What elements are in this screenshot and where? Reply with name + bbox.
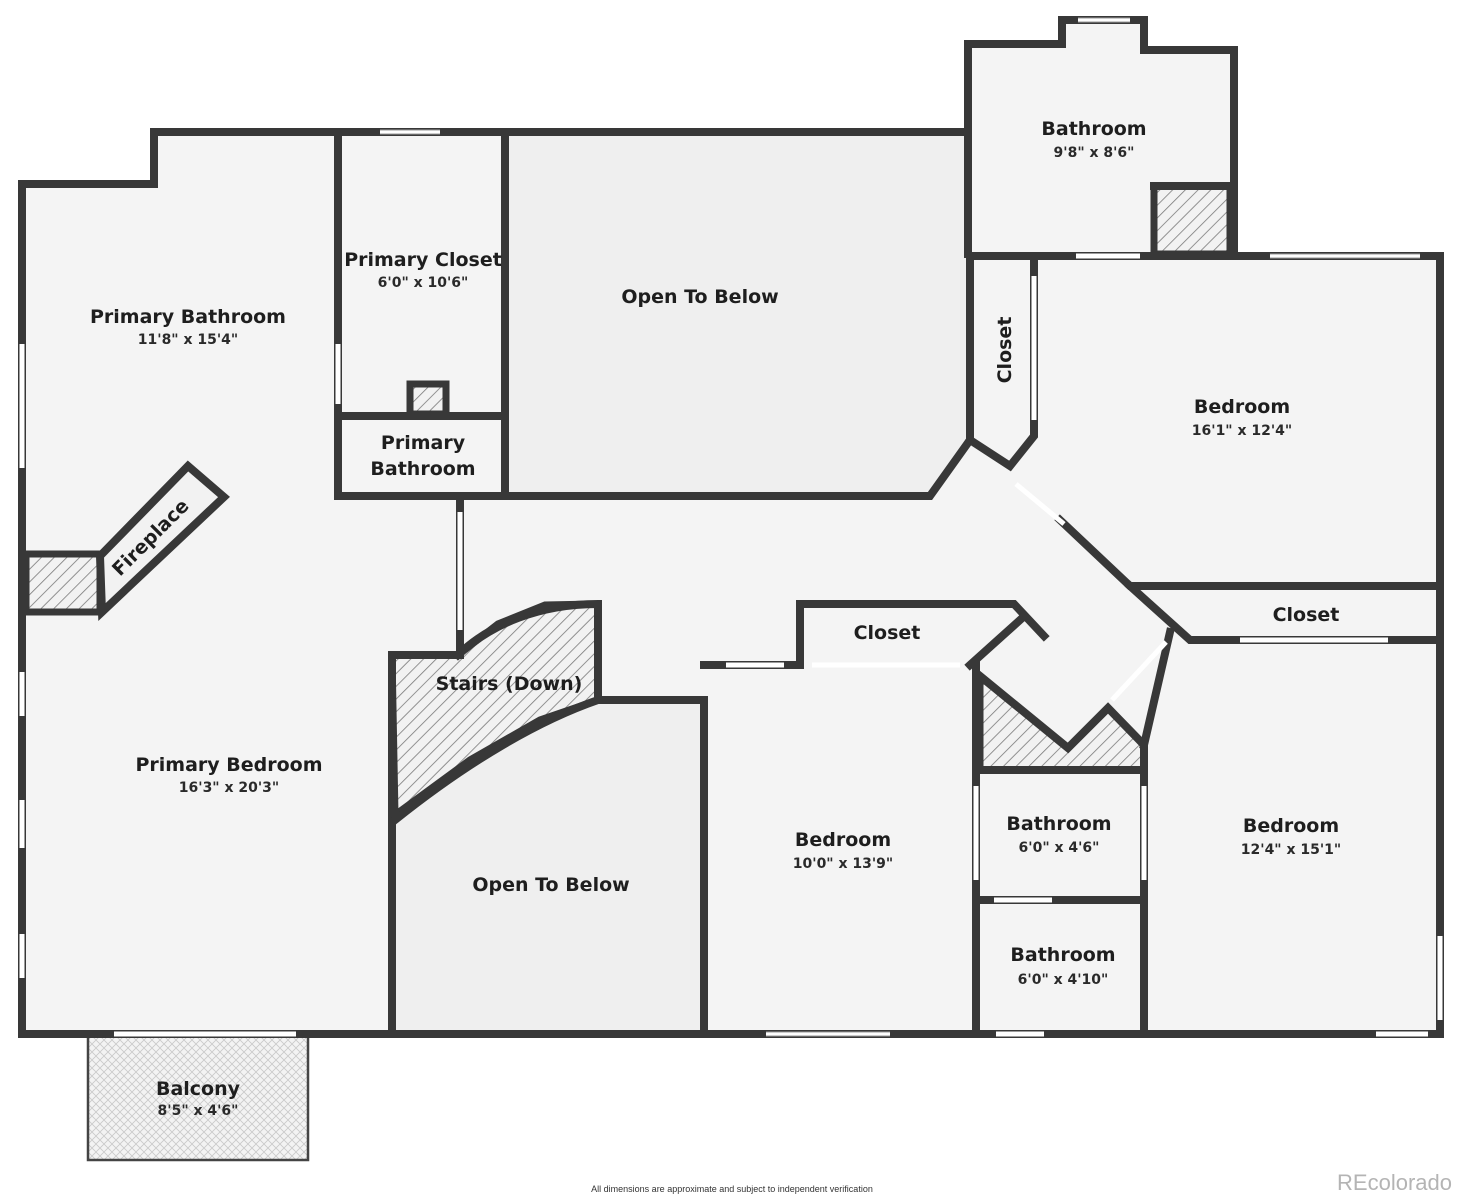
opening-edges [380, 17, 1420, 1037]
fireplace-shape [95, 460, 230, 621]
bedroom-mid-dims: 10'0" x 13'9" [793, 856, 893, 872]
closet-mid-label: Closet [854, 622, 921, 644]
bathroom-b-dims: 6'0" x 4'10" [1018, 972, 1109, 988]
bathroom-top-dims: 9'8" x 8'6" [1054, 145, 1135, 161]
bathroom-a-label: Bathroom [1006, 813, 1111, 835]
chimney-top-right [1150, 182, 1234, 258]
bedroom-ne-label: Bedroom [1194, 396, 1290, 418]
open-to-below-fill [395, 136, 968, 1030]
primary-bathroom-dims: 11'8" x 15'4" [138, 332, 238, 348]
primary-bathroom-small-line1: Primary [381, 432, 466, 454]
balcony-label: Balcony [156, 1078, 241, 1100]
floor-fill [24, 20, 1440, 1034]
balcony-dims: 8'5" x 4'6" [158, 1103, 239, 1119]
bathroom-a-dims: 6'0" x 4'6" [1019, 840, 1100, 856]
room-labels: Primary Bathroom 11'8" x 15'4" Primary C… [90, 118, 1341, 1119]
primary-bathroom-small-line2: Bathroom [370, 458, 475, 480]
bedroom-mid-label: Bedroom [795, 829, 891, 851]
fireplace-hearth [22, 550, 104, 616]
watermark-logo: REcolorado [1337, 1170, 1452, 1195]
bedroom-ne-dims: 16'1" x 12'4" [1192, 423, 1292, 439]
primary-bathroom-label: Primary Bathroom [90, 306, 286, 328]
primary-bedroom-dims: 16'3" x 20'3" [179, 780, 279, 796]
bedroom-se-dims: 12'4" x 15'1" [1241, 842, 1341, 858]
openings [19, 17, 1443, 1037]
disclaimer-text: All dimensions are approximate and subje… [591, 1184, 873, 1194]
closet-right-label: Closet [1273, 604, 1340, 626]
primary-bedroom-label: Primary Bedroom [135, 754, 322, 776]
chimney-small [406, 380, 450, 418]
stairs-label: Stairs (Down) [436, 673, 583, 695]
primary-closet-dims: 6'0" x 10'6" [378, 275, 469, 291]
balcony-floor [86, 1034, 310, 1162]
closet-vertical-label: Closet [994, 317, 1016, 384]
primary-closet-label: Primary Closet [344, 249, 502, 271]
bedroom-se-label: Bedroom [1243, 815, 1339, 837]
open-to-below-bottom-label: Open To Below [472, 874, 629, 896]
open-to-below-top-label: Open To Below [621, 286, 778, 308]
bathroom-top-label: Bathroom [1041, 118, 1146, 140]
bathroom-b-label: Bathroom [1010, 944, 1115, 966]
